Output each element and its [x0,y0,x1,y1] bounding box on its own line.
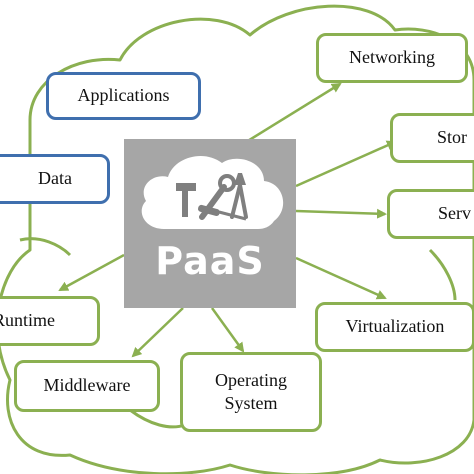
storage-label: Stor [437,127,468,148]
networking-label: Networking [349,47,435,68]
arrow-to-storage [295,140,397,188]
middleware-box: Middleware [14,360,160,412]
servers-label: Serv [438,203,471,224]
servers-box: Serv [387,189,474,239]
applications-label: Applications [77,85,170,106]
tools-cloud-icon [141,155,284,229]
paas-label: PaaS [155,239,265,283]
applications-box: Applications [46,72,201,120]
arrow-to-middleware [131,307,184,358]
arrow-to-virtualization [295,256,387,300]
runtime-box: Runtime [0,296,100,346]
runtime-label: Runtime [0,310,55,331]
virtualization-label: Virtualization [345,316,445,337]
operating-system-box: Operating System [180,352,322,432]
arrow-to-runtime [58,253,125,292]
operating-system-label-line1: Operating [215,369,287,390]
operating-system-label-line2: System [224,393,278,413]
arrow-to-servers [295,208,387,219]
data-label: Data [38,168,72,189]
data-box: Data [0,154,110,204]
middleware-label: Middleware [43,375,131,396]
arrow-to-operating-system [210,307,245,353]
virtualization-box: Virtualization [315,302,474,352]
paas-block: PaaS [124,139,296,308]
storage-box: Stor [390,113,474,163]
networking-box: Networking [316,33,468,83]
